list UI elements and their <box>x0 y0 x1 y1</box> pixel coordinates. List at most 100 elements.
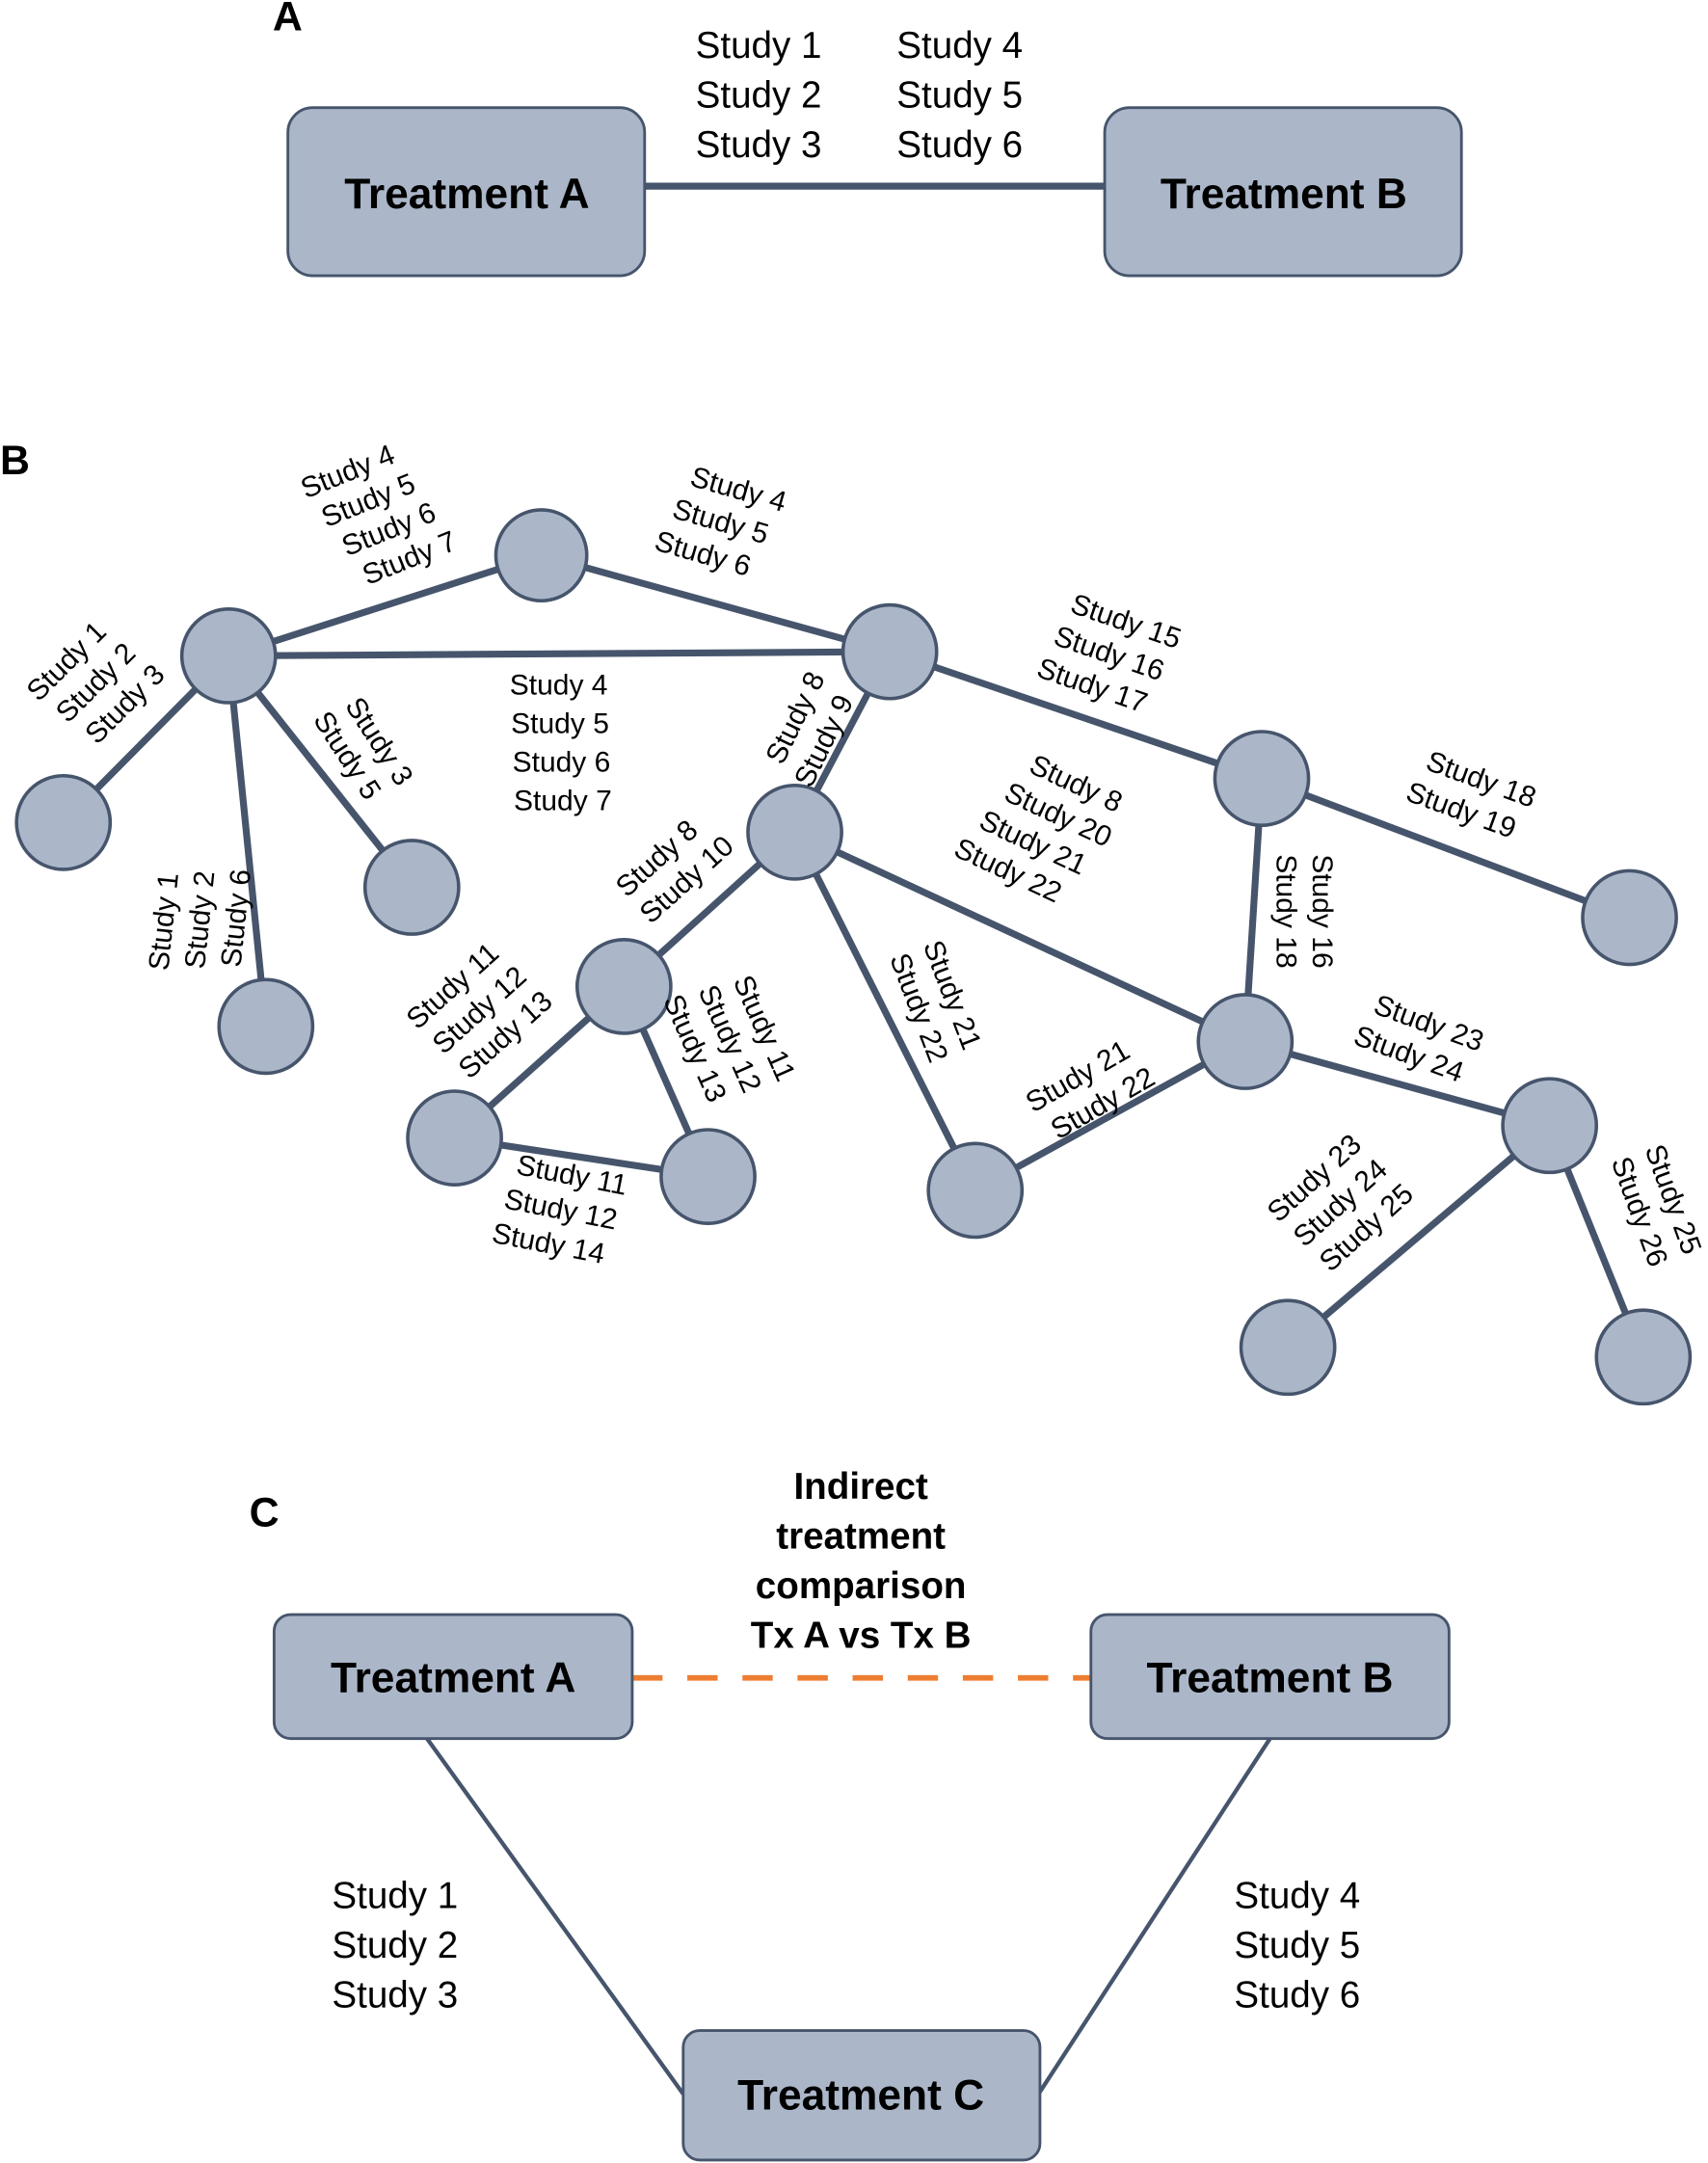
treatment-b-rect <box>1103 106 1463 278</box>
network-edge <box>793 829 1247 1045</box>
network-nodes <box>14 508 1693 1406</box>
network-edge <box>974 1038 1247 1194</box>
study-label: Study 2 <box>179 869 221 971</box>
edge-label-group: Study 3 Study 5 <box>307 692 418 806</box>
network-node <box>14 773 113 871</box>
study-label: Study 1 <box>332 1875 458 1916</box>
treatment-a-label: Treatment A <box>344 171 589 218</box>
network-node <box>659 1128 757 1225</box>
network-node <box>1581 868 1678 967</box>
panel-a: A Treatment A Treatment B Study 1 Study … <box>273 0 1463 278</box>
network-node <box>179 607 278 705</box>
network-edge <box>889 648 1264 782</box>
treatment-a-box: Treatment A <box>286 106 647 278</box>
study-label: Study 5 <box>896 75 1023 117</box>
indirect-label-line: comparison <box>756 1565 967 1607</box>
edge-label-group: Study 4 Study 5 Study 6 Study 7 <box>297 439 462 591</box>
treatment-b-label: Treatment B <box>1147 1654 1394 1701</box>
network-node <box>406 1089 503 1187</box>
edge-labels: Study 4 Study 5 Study 6 Study 7 Study 4 … <box>21 439 1708 1277</box>
edge-label-group: Study 1 Study 2 Study 6 <box>143 868 257 973</box>
study-label: Study 6 <box>513 746 611 778</box>
network-edge <box>1285 1123 1552 1350</box>
treatment-c-rect <box>681 2029 1042 2162</box>
network-node <box>1594 1308 1693 1406</box>
study-label: Study 5 <box>511 708 609 739</box>
study-label: Study 1 <box>696 25 822 67</box>
treatment-a-rect <box>286 106 647 278</box>
indirect-comparison-label: Indirect treatment comparison Tx A vs Tx… <box>751 1466 972 1656</box>
indirect-label-line: Indirect <box>793 1466 927 1508</box>
edge-label-group: Study 8 Study 10 <box>610 814 740 930</box>
network-edge <box>791 830 978 1192</box>
edge-b-c <box>1036 1737 1272 2096</box>
study-label: Study 6 <box>896 124 1023 166</box>
edge-label-group: Study 8 Study 9 <box>760 667 860 792</box>
edge-label-group: Study 15 Study 16 Study 17 <box>1033 588 1186 719</box>
network-edge <box>227 551 543 659</box>
study-label: Study 18 <box>1270 854 1302 968</box>
treatment-b-label: Treatment B <box>1161 171 1407 218</box>
study-label: Study 2 <box>696 75 822 117</box>
network-node <box>1501 1077 1599 1175</box>
treatment-a-box-c: Treatment A <box>272 1613 634 1741</box>
edge-label-group: Study 25 Study 26 <box>1605 1140 1707 1270</box>
studies-list-2: Study 4 Study 5 Study 6 <box>896 25 1023 166</box>
studies-right-c: Study 4 Study 5 Study 6 <box>1234 1875 1360 2016</box>
treatment-b-box-c: Treatment B <box>1089 1613 1451 1741</box>
study-label: Study 16 <box>1306 854 1338 968</box>
study-label: Study 4 <box>1234 1875 1360 1916</box>
indirect-label-line: treatment <box>776 1515 946 1557</box>
study-label: Study 3 <box>332 1974 458 2016</box>
network-node <box>1239 1298 1337 1397</box>
panel-c-letter: C <box>250 1490 280 1536</box>
edge-label-group: Study 11 Study 12 Study 13 <box>656 971 801 1107</box>
studies-left-c: Study 1 Study 2 Study 3 <box>332 1875 458 2016</box>
study-label: Study 6 <box>1234 1974 1360 2016</box>
edge-a-c <box>425 1737 685 2096</box>
study-label: Study 4 <box>510 669 608 701</box>
study-label: Study 1 <box>143 871 184 973</box>
treatment-c-box: Treatment C <box>681 2029 1042 2162</box>
edge-label-group: Study 11 Study 12 Study 14 <box>490 1149 630 1270</box>
edge-label-group: Study 16 Study 18 <box>1270 854 1338 968</box>
treatment-b-rect <box>1089 1613 1451 1741</box>
network-edge <box>1260 775 1631 921</box>
panel-b: B <box>0 438 1708 1406</box>
network-node <box>217 977 315 1076</box>
panel-a-letter: A <box>273 0 303 40</box>
study-label: Study 3 <box>696 124 822 166</box>
indirect-label-line: Tx A vs Tx B <box>751 1615 972 1656</box>
network-edge <box>228 648 891 660</box>
network-edge <box>226 654 415 890</box>
study-label: Study 5 <box>1234 1925 1360 1966</box>
network-node <box>746 783 843 881</box>
network-node <box>494 508 589 603</box>
study-label: Study 6 <box>216 868 257 969</box>
panel-c: C Treatment A Treatment B Treatment C In… <box>250 1466 1451 2162</box>
studies-list-1: Study 1 Study 2 Study 3 <box>696 25 822 166</box>
network-edge <box>225 655 270 1028</box>
network-node <box>926 1141 1025 1240</box>
network-edge <box>540 551 892 655</box>
edge-label-group: Study 18 Study 19 <box>1401 745 1539 844</box>
network-node <box>1196 993 1294 1090</box>
treatment-b-box: Treatment B <box>1103 106 1463 278</box>
network-edge <box>1243 1038 1551 1130</box>
network-node <box>362 839 461 936</box>
treatment-c-label: Treatment C <box>737 2071 984 2119</box>
network-node <box>574 938 673 1035</box>
edge-label-group: Study 21 Study 22 <box>1021 1034 1161 1146</box>
study-label: Study 2 <box>332 1925 458 1966</box>
edge-label-group: Study 4 Study 5 Study 6 <box>652 461 790 582</box>
panel-b-letter: B <box>0 438 30 484</box>
study-label: Study 4 <box>896 25 1023 67</box>
edge-label-group: Study 21 Study 22 <box>883 936 987 1067</box>
treatment-a-label: Treatment A <box>331 1654 575 1701</box>
treatment-a-rect <box>272 1613 634 1741</box>
edge-label-group: Study 4 Study 5 Study 6 Study 7 <box>510 669 612 816</box>
network-node <box>841 602 939 701</box>
network-node <box>1213 730 1311 827</box>
edge-label-group: Study 8 Study 20 Study 21 Study 22 <box>949 749 1127 909</box>
